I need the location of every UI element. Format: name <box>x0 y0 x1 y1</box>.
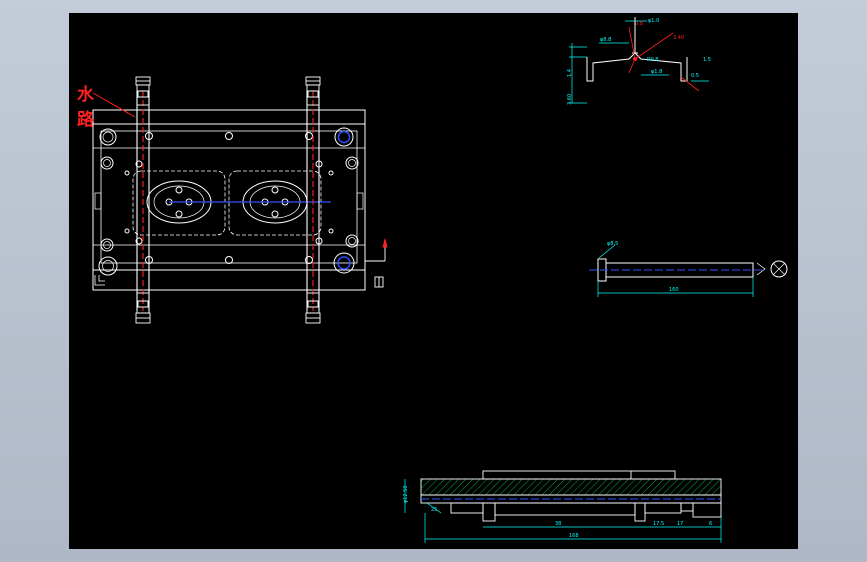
cavity-insert-right <box>228 170 322 236</box>
pin-end-view <box>770 260 788 278</box>
gate-dim-10: 3.40 <box>673 35 684 41</box>
water-route-label: 水 路 <box>77 84 136 130</box>
water-fittings <box>135 76 321 324</box>
mold-plan-view <box>92 109 366 291</box>
guide-bushing-tl <box>99 128 117 146</box>
guide-bushing-bl <box>98 256 118 276</box>
shaft-seg-a-dim: 17.5 <box>653 521 664 527</box>
bottom-clamp-strip <box>92 269 366 291</box>
gate-dim-8: 0.8 <box>635 21 643 27</box>
shaft-height-dim: φ12.50 <box>403 485 409 503</box>
guide-bushing-br <box>333 252 355 274</box>
shaft-seg-c-dim: 6 <box>709 521 712 527</box>
cad-drawing-canvas: 水 路 φ1.0 φ8.8 R0.8 φ1.8 <box>69 13 798 549</box>
gate-dim-3: R0.8 <box>647 57 658 63</box>
gate-dim-4: φ1.8 <box>651 69 662 75</box>
shaft-mid-dim: 38 <box>555 521 561 527</box>
gate-dim-7: 1.4 <box>567 69 573 77</box>
top-clamp-strip <box>92 109 366 125</box>
gate-dim-6: 1.5 <box>703 57 711 63</box>
cavity-insert-left <box>132 170 226 236</box>
pin-length-dim: 160 <box>669 287 679 293</box>
gate-dim-5: 0.5 <box>691 73 699 79</box>
ejector-pin-view: 160 φ8.5 <box>589 241 788 297</box>
shaft-length-dim: 168 <box>569 533 579 539</box>
gate-dim-2: φ8.8 <box>600 37 611 43</box>
shaft-section-view: 168 38 17.5 17 6 φ12.50 25 <box>403 470 722 543</box>
water-label-char-1: 水 <box>77 84 95 105</box>
gate-dim-9: 3.60 <box>567 94 573 105</box>
pin-head-dim: φ8.5 <box>607 241 618 247</box>
gate-detail-view: φ1.0 φ8.8 R0.8 φ1.8 0.5 1.5 1.4 3.60 0.8… <box>567 17 711 105</box>
guide-bushing-tr <box>334 127 354 147</box>
water-label-char-2: 路 <box>77 109 95 130</box>
section-marker <box>365 238 388 288</box>
shaft-seg-b-dim: 17 <box>677 521 683 527</box>
gate-dim-1: φ1.0 <box>648 18 659 24</box>
shaft-step-dim: 25 <box>431 507 437 513</box>
cad-drawing: 水 路 φ1.0 φ8.8 R0.8 φ1.8 <box>77 17 788 543</box>
water-channels <box>136 91 320 311</box>
